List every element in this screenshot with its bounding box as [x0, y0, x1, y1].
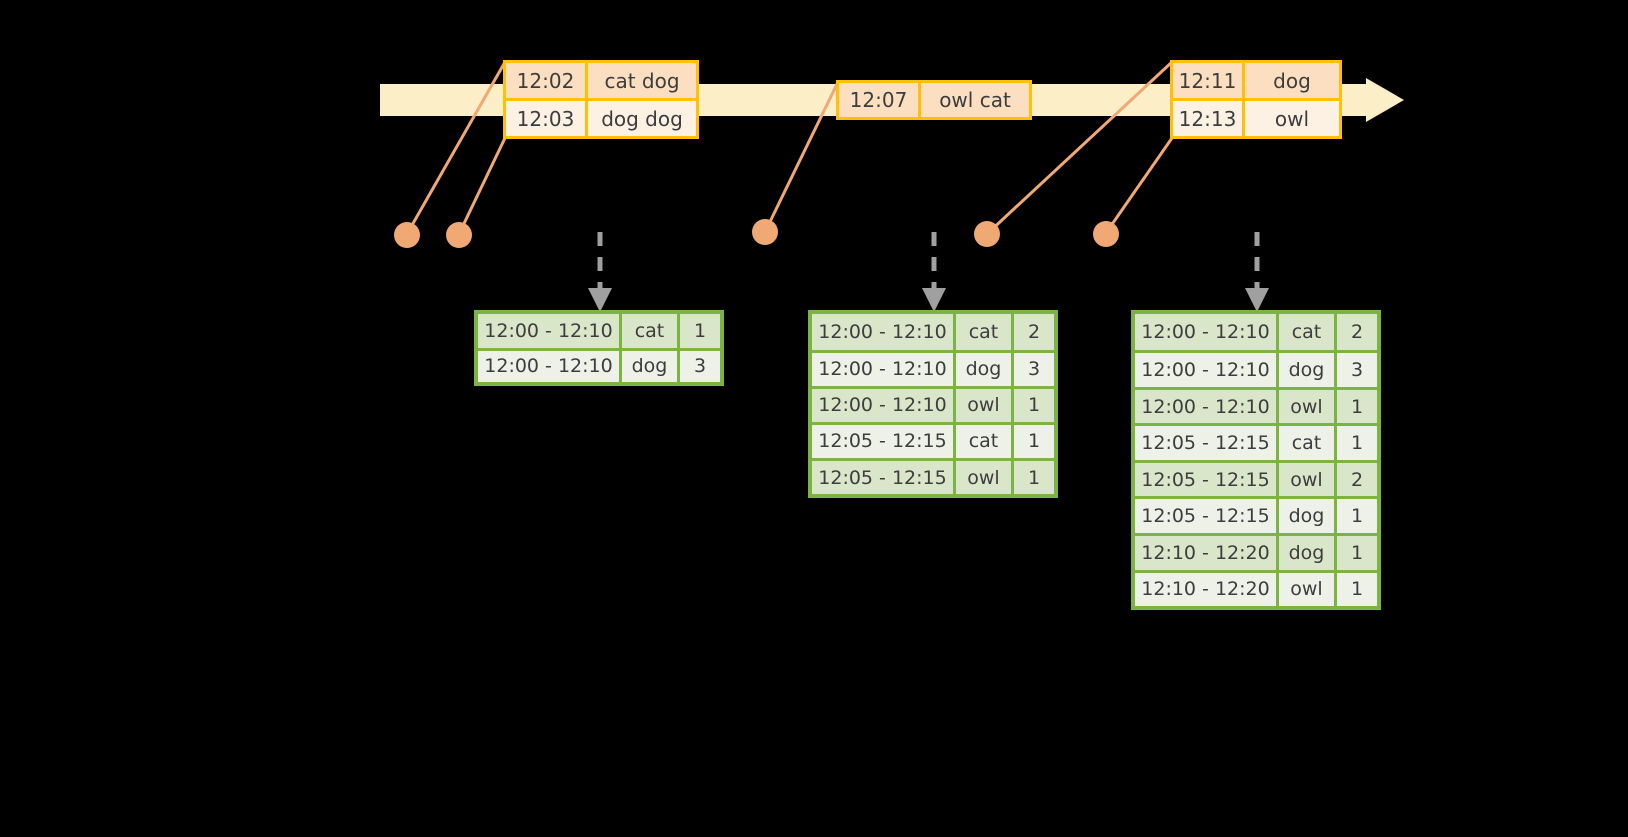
- connector-line-5: [1104, 137, 1174, 234]
- cell-word: dog: [1279, 499, 1337, 533]
- cell-count: 1: [1027, 394, 1041, 417]
- table-row: 12:05 - 12:15 owl 2: [1135, 459, 1377, 497]
- cell-window: 12:05 - 12:15: [1135, 462, 1279, 497]
- cell-count: 3: [693, 355, 707, 378]
- cell-window: 12:10 - 12:20: [1135, 536, 1279, 570]
- event-time: 12:03: [506, 101, 588, 136]
- table-row: 12:05 - 12:15 owl 1: [812, 457, 1054, 495]
- cell-word: cat: [1279, 426, 1337, 460]
- event-row: 12:02 cat dog: [506, 63, 696, 98]
- cell-window: 12:10 - 12:20: [1135, 572, 1279, 607]
- event-words: dog: [1273, 68, 1311, 93]
- cell-word: dog: [956, 352, 1014, 386]
- result-table-2[interactable]: 12:00 - 12:10 cat 2 12:00 - 12:10 dog 3 …: [808, 310, 1058, 498]
- event-row: 12:11 dog: [1173, 63, 1339, 98]
- cell-window: 12:00 - 12:10: [1135, 314, 1279, 351]
- timeline-bar-stem: [1366, 86, 1372, 114]
- cell-count: 1: [1350, 541, 1364, 564]
- connector-dot-1: [394, 222, 420, 248]
- cell-count: 1: [1350, 578, 1364, 601]
- cell-word: cat: [1279, 314, 1337, 351]
- table-row: 12:00 - 12:10 owl 1: [812, 385, 1054, 422]
- connector-dot-2: [446, 222, 472, 248]
- cell-count: 1: [1350, 432, 1364, 455]
- table-row: 12:00 - 12:10 cat 2: [812, 314, 1054, 350]
- cell-word: dog: [622, 350, 680, 382]
- cell-count: 1: [693, 319, 707, 342]
- connector-dot-5: [1093, 221, 1119, 247]
- cell-window: 12:05 - 12:15: [1135, 426, 1279, 460]
- cell-word: owl: [1279, 572, 1337, 607]
- event-time: 12:02: [506, 63, 588, 98]
- event-time: 12:07: [839, 83, 921, 117]
- dashed-arrow-2: [922, 232, 946, 312]
- cell-count: 3: [1350, 359, 1364, 382]
- cell-count: 1: [1350, 505, 1364, 528]
- table-row: 12:05 - 12:15 cat 1: [812, 421, 1054, 458]
- event-words: cat dog: [604, 68, 680, 93]
- dashed-arrow-3: [1245, 232, 1269, 312]
- cell-word: cat: [622, 314, 680, 348]
- table-row: 12:10 - 12:20 dog 1: [1135, 533, 1377, 570]
- result-table-1[interactable]: 12:00 - 12:10 cat 1 12:00 - 12:10 dog 3: [474, 310, 724, 386]
- cell-count: 1: [1027, 466, 1041, 489]
- cell-window: 12:00 - 12:10: [478, 350, 622, 382]
- connector-dot-3: [752, 219, 778, 245]
- table-row: 12:05 - 12:15 dog 1: [1135, 496, 1377, 533]
- cell-word: dog: [1279, 536, 1337, 570]
- connector-dot-4: [974, 221, 1000, 247]
- cell-window: 12:00 - 12:10: [478, 314, 622, 348]
- cell-window: 12:05 - 12:15: [812, 460, 956, 495]
- cell-window: 12:00 - 12:10: [812, 314, 956, 350]
- table-row: 12:00 - 12:10 cat 2: [1135, 314, 1377, 351]
- event-time: 12:11: [1173, 63, 1245, 98]
- event-box-group-3[interactable]: 12:11 dog 12:13 owl: [1170, 60, 1342, 139]
- table-row: 12:00 - 12:10 cat 1: [478, 314, 720, 348]
- dashed-arrow-1: [588, 232, 612, 312]
- cell-word: cat: [956, 314, 1014, 350]
- event-row: 12:03 dog dog: [506, 98, 696, 136]
- cell-window: 12:00 - 12:10: [812, 352, 956, 386]
- result-table-3[interactable]: 12:00 - 12:10 cat 2 12:00 - 12:10 dog 3 …: [1131, 310, 1381, 610]
- event-words: dog dog: [601, 106, 683, 131]
- cell-word: cat: [956, 424, 1014, 458]
- event-row: 12:13 owl: [1173, 98, 1339, 136]
- cell-word: dog: [1279, 353, 1337, 387]
- cell-word: owl: [956, 460, 1014, 495]
- event-row: 12:07 owl cat: [839, 83, 1029, 117]
- cell-window: 12:00 - 12:10: [812, 388, 956, 422]
- event-box-group-2[interactable]: 12:07 owl cat: [836, 80, 1032, 120]
- cell-window: 12:05 - 12:15: [1135, 499, 1279, 533]
- event-words: owl cat: [939, 88, 1011, 112]
- cell-count: 2: [1027, 320, 1041, 343]
- cell-word: owl: [1279, 389, 1337, 424]
- event-time: 12:13: [1173, 101, 1245, 136]
- table-row: 12:00 - 12:10 owl 1: [1135, 386, 1377, 424]
- table-row: 12:00 - 12:10 dog 3: [1135, 350, 1377, 387]
- event-box-group-1[interactable]: 12:02 cat dog 12:03 dog dog: [503, 60, 699, 139]
- event-words: owl: [1274, 106, 1310, 131]
- table-row: 12:00 - 12:10 dog 3: [478, 347, 720, 382]
- cell-count: 1: [1027, 430, 1041, 453]
- connector-line-2: [457, 137, 507, 235]
- cell-count: 2: [1350, 321, 1364, 344]
- cell-count: 3: [1027, 358, 1041, 381]
- cell-count: 1: [1350, 395, 1364, 418]
- cell-window: 12:00 - 12:10: [1135, 389, 1279, 424]
- table-row: 12:05 - 12:15 cat 1: [1135, 423, 1377, 460]
- cell-word: owl: [956, 388, 1014, 422]
- cell-window: 12:00 - 12:10: [1135, 353, 1279, 387]
- cell-window: 12:05 - 12:15: [812, 424, 956, 458]
- table-row: 12:00 - 12:10 dog 3: [812, 349, 1054, 386]
- table-row: 12:10 - 12:20 owl 1: [1135, 569, 1377, 607]
- cell-count: 2: [1350, 468, 1364, 491]
- cell-word: owl: [1279, 462, 1337, 497]
- timeline-arrowhead-icon: [1366, 78, 1404, 122]
